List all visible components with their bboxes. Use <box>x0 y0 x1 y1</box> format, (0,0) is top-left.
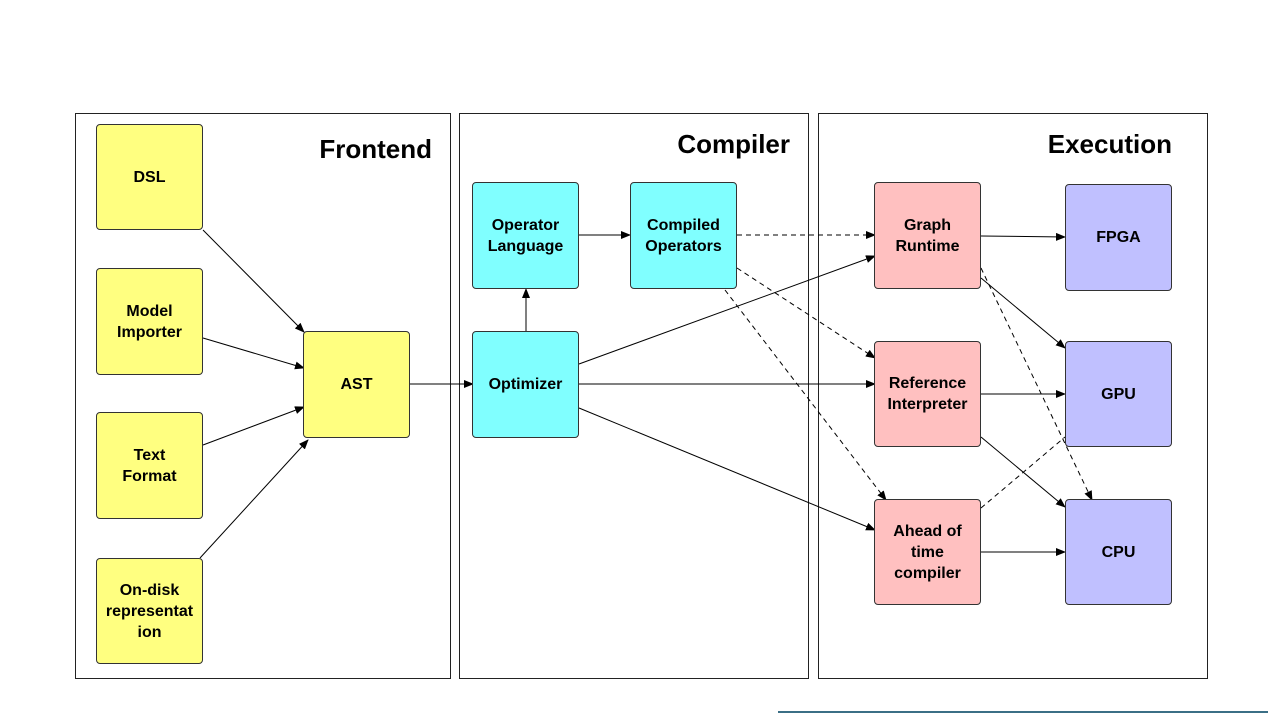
compiler-title: Compiler <box>677 129 790 160</box>
execution-title: Execution <box>1048 129 1172 160</box>
node-ahead-of-time-compiler: Ahead of time compiler <box>874 499 981 605</box>
node-operator-language: Operator Language <box>472 182 579 289</box>
node-model-importer: Model Importer <box>96 268 203 375</box>
node-gpu: GPU <box>1065 341 1172 447</box>
frontend-title: Frontend <box>319 134 432 165</box>
node-text-format: Text Format <box>96 412 203 519</box>
node-dsl: DSL <box>96 124 203 230</box>
node-compiled-operators: Compiled Operators <box>630 182 737 289</box>
node-on-disk-representation: On-disk representat ion <box>96 558 203 664</box>
footer-rule <box>778 711 1268 713</box>
node-graph-runtime: Graph Runtime <box>874 182 981 289</box>
node-cpu: CPU <box>1065 499 1172 605</box>
node-ast: AST <box>303 331 410 438</box>
node-fpga: FPGA <box>1065 184 1172 291</box>
node-optimizer: Optimizer <box>472 331 579 438</box>
node-reference-interpreter: Reference Interpreter <box>874 341 981 447</box>
